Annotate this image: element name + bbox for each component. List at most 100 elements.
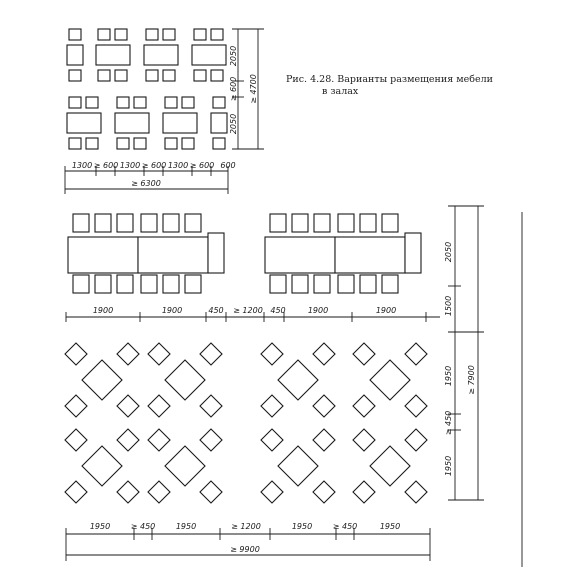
dim-label: 1950 <box>380 522 400 531</box>
table-group <box>114 96 150 150</box>
chair <box>312 480 336 504</box>
chair <box>147 428 171 452</box>
middle-long-table-left <box>67 213 225 294</box>
figure-caption: Рис. 4.28. Варианты размещения мебели в … <box>286 74 493 98</box>
table-group <box>66 28 84 82</box>
dim-label: 1950 <box>292 522 312 531</box>
diagonal-table-group <box>260 342 336 418</box>
chair <box>64 394 88 418</box>
diagonal-table-group <box>260 428 336 504</box>
chair <box>199 428 223 452</box>
chair <box>260 342 284 366</box>
dim-label: ≥ 600 <box>94 161 119 170</box>
chair <box>352 342 376 366</box>
chair <box>260 394 284 418</box>
dim-label: ≥ 450 <box>131 522 156 531</box>
dim-label: 1300 <box>72 161 92 170</box>
top-vertical-dimension: 2050 ≥ 600 2050 ≥ 4700 <box>229 28 264 150</box>
table-group <box>191 28 227 82</box>
dim-label: 450 <box>270 306 285 315</box>
chair <box>64 428 88 452</box>
table <box>369 359 411 401</box>
middle-horizontal-dimension: 1900 1900 450 ≥ 1200 450 1900 1900 <box>65 306 440 322</box>
dim-label: ≥ 600 <box>229 77 238 102</box>
right-vertical-dimension: 2050 1500 1950 ≥ 450 1950 ≥ 7900 <box>444 205 523 567</box>
chair <box>64 480 88 504</box>
dim-label: ≥ 4700 <box>249 74 258 104</box>
dim-label: ≥ 6300 <box>131 179 161 188</box>
table <box>81 445 123 487</box>
dim-label: 1950 <box>444 456 453 476</box>
dim-label: ≥ 1200 <box>231 522 261 531</box>
dim-label: 1900 <box>162 306 182 315</box>
dim-label: 1300 <box>168 161 188 170</box>
dim-label: 1950 <box>176 522 196 531</box>
chair <box>147 342 171 366</box>
diagonal-table-group <box>147 342 223 418</box>
table <box>164 445 206 487</box>
diagonal-table-group <box>147 428 223 504</box>
diagonal-table-group <box>352 342 428 418</box>
dim-label: 1900 <box>376 306 396 315</box>
top-horizontal-dimension: 1300 ≥ 600 1300 ≥ 600 1300 ≥ 600 600 ≥ 6… <box>64 161 236 194</box>
dim-label: 1500 <box>444 296 453 316</box>
table <box>164 359 206 401</box>
chair <box>404 480 428 504</box>
dim-label: 2050 <box>229 114 238 134</box>
table-group <box>143 28 179 82</box>
dim-label: ≥ 7900 <box>467 365 476 395</box>
bottom-horizontal-dimension: 1950 ≥ 450 1950 ≥ 1200 1950 ≥ 450 1950 ≥… <box>65 522 431 561</box>
chair <box>352 428 376 452</box>
chair <box>260 428 284 452</box>
chair <box>116 428 140 452</box>
table <box>369 445 411 487</box>
chair <box>312 394 336 418</box>
chair <box>312 428 336 452</box>
chair <box>312 342 336 366</box>
dim-label: 1900 <box>308 306 328 315</box>
dim-label: ≥ 450 <box>333 522 358 531</box>
chair <box>199 480 223 504</box>
chair <box>260 480 284 504</box>
dim-label: 450 <box>208 306 223 315</box>
chair <box>147 480 171 504</box>
chair <box>352 480 376 504</box>
diagonal-table-group <box>64 428 140 504</box>
caption-line-1: Рис. 4.28. Варианты размещения мебели <box>286 74 493 85</box>
dim-label: ≥ 1200 <box>233 306 263 315</box>
dim-label: ≥ 600 <box>190 161 215 170</box>
diagonal-table-group <box>352 428 428 504</box>
dim-label: 1950 <box>444 366 453 386</box>
dim-label: 600 <box>220 161 235 170</box>
dim-label: 2050 <box>229 46 238 66</box>
chair <box>199 342 223 366</box>
table <box>277 359 319 401</box>
middle-long-table-right <box>264 213 422 294</box>
chair <box>352 394 376 418</box>
dim-label: ≥ 9900 <box>230 545 260 554</box>
table-group <box>66 96 102 150</box>
chair <box>199 394 223 418</box>
table-group <box>95 28 131 82</box>
dim-label: 1900 <box>93 306 113 315</box>
chair <box>404 342 428 366</box>
top-table-groups <box>66 28 228 150</box>
chair <box>404 394 428 418</box>
chair <box>116 394 140 418</box>
dim-label: 1300 <box>120 161 140 170</box>
table-group <box>162 96 198 150</box>
dim-label: 1950 <box>90 522 110 531</box>
diagonal-table-groups <box>64 342 428 504</box>
table <box>81 359 123 401</box>
diagonal-table-group <box>64 342 140 418</box>
dim-label: 2050 <box>444 242 453 262</box>
chair <box>116 342 140 366</box>
chair <box>116 480 140 504</box>
dim-label: ≥ 600 <box>142 161 167 170</box>
chair <box>64 342 88 366</box>
chair <box>147 394 171 418</box>
table <box>277 445 319 487</box>
dim-label: ≥ 450 <box>444 411 453 436</box>
caption-line-2: в залах <box>322 86 359 97</box>
